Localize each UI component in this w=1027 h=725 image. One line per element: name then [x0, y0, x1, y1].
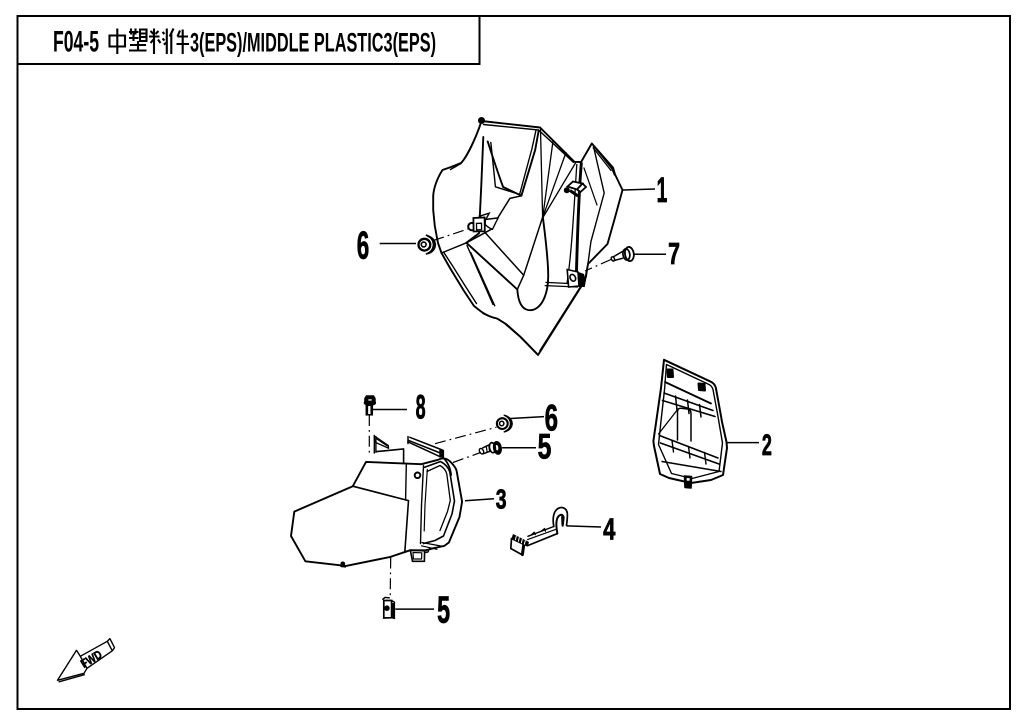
- svg-text:6: 6: [545, 397, 558, 439]
- svg-text:7: 7: [668, 236, 680, 271]
- svg-text:1: 1: [657, 171, 668, 209]
- svg-text:3: 3: [496, 485, 507, 515]
- svg-text:6: 6: [357, 223, 369, 267]
- svg-text:8: 8: [416, 387, 426, 426]
- svg-text:2: 2: [762, 429, 772, 462]
- svg-text:F04-5: F04-5: [53, 26, 99, 59]
- svg-text:4: 4: [603, 512, 615, 547]
- svg-text:5: 5: [538, 427, 552, 466]
- svg-text:5: 5: [437, 589, 450, 631]
- svg-text:3(EPS)/MIDDLE PLASTIC3(EPS): 3(EPS)/MIDDLE PLASTIC3(EPS): [190, 28, 436, 58]
